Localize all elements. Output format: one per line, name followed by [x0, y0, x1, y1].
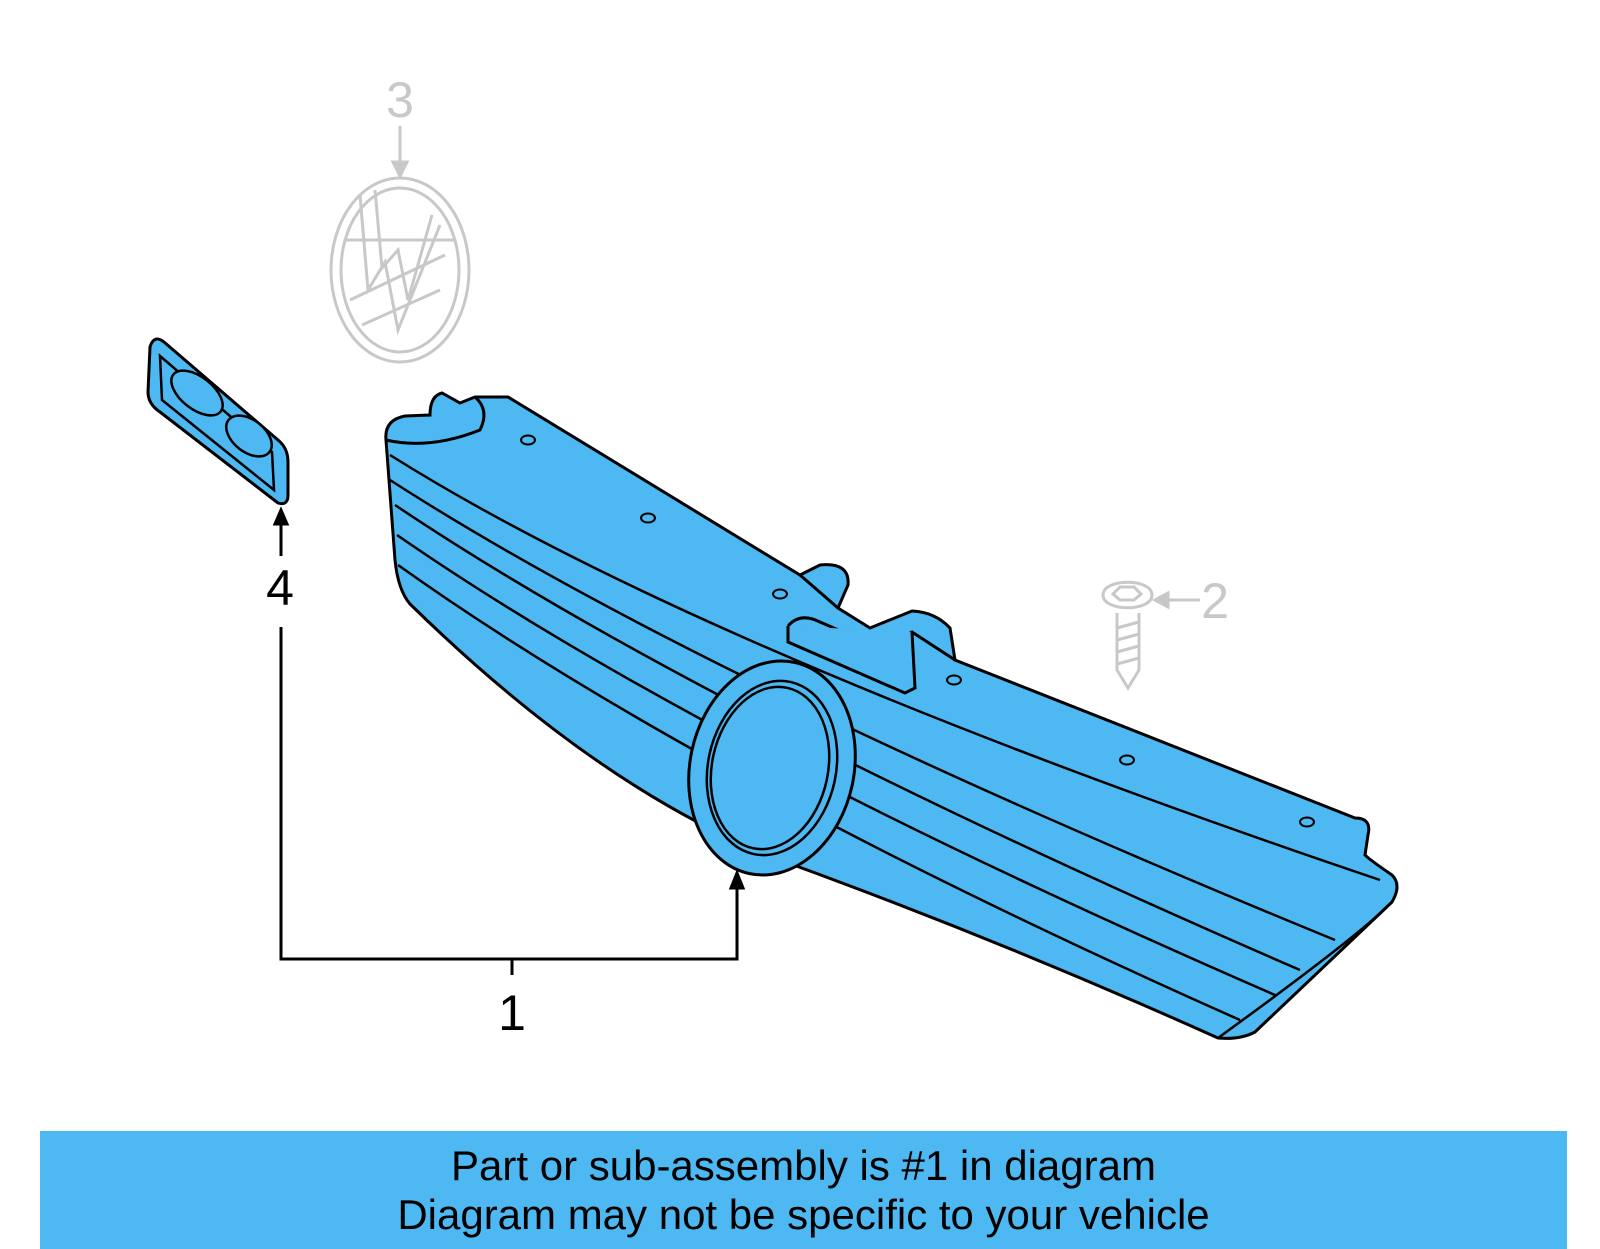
info-banner: Part or sub-assembly is #1 in diagram Di…: [40, 1131, 1567, 1249]
callout-leader-3: [390, 126, 410, 180]
banner-line-2: Diagram may not be specific to your vehi…: [397, 1191, 1210, 1238]
callout-2: 2: [1201, 573, 1229, 629]
callout-leader-1-4: [272, 506, 746, 975]
screw-icon: [1101, 580, 1154, 691]
callout-3: 3: [386, 72, 414, 128]
callout-leader-2: [1151, 590, 1200, 610]
banner-line-1: Part or sub-assembly is #1 in diagram: [451, 1142, 1156, 1189]
callout-1: 1: [498, 985, 526, 1041]
grille-insert: [146, 337, 290, 506]
callout-4: 4: [266, 560, 294, 616]
vw-emblem-icon: [329, 176, 471, 364]
grille-assembly: [384, 391, 1399, 1040]
